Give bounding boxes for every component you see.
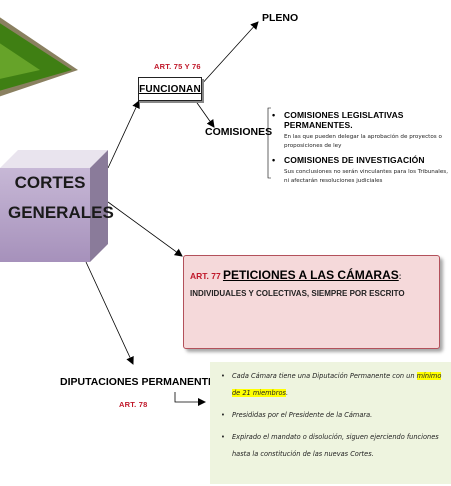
arrow-to-green-box (174, 392, 206, 406)
diputacion-item-2: • Presididas por el Presidente de la Cám… (218, 407, 450, 424)
comisiones-details: • COMISIONES LEGISLATIVAS PERMANENTES. E… (272, 110, 450, 185)
diputacion-text-2: Presididas por el Presidente de la Cámar… (232, 411, 373, 419)
bullet-icon: • (272, 155, 276, 165)
funcionan-article: ART. 75 Y 76 (154, 62, 201, 71)
arrow-to-funcionan (107, 100, 140, 169)
cortes-generales-label: CORTES GENERALES (8, 168, 114, 228)
arrow-to-pleno (199, 21, 259, 87)
diputacion-item-3: • Expirado el mandato o disolución, sigu… (218, 429, 450, 463)
comision-item-1: • COMISIONES LEGISLATIVAS PERMANENTES. E… (272, 110, 450, 150)
cortes-generales-box (0, 150, 108, 262)
diputaciones-label: DIPUTACIONES PERMANENTES (60, 376, 222, 388)
bullet-icon: • (272, 110, 276, 120)
peticiones-title: PETICIONES A LAS CÁMARAS (222, 268, 399, 282)
diputacion-item-1: • Cada Cámara tiene una Diputación Perma… (218, 368, 450, 402)
diputaciones-list: • Cada Cámara tiene una Diputación Perma… (218, 368, 450, 468)
diputacion-text-1-end: . (285, 389, 289, 397)
comision-title-1: COMISIONES LEGISLATIVAS PERMANENTES. (284, 110, 404, 130)
center-label-line2: GENERALES (8, 203, 114, 222)
peticiones-article: ART. 77 (190, 271, 221, 281)
pleno-label: PLENO (262, 12, 299, 24)
bullet-icon: • (221, 372, 225, 380)
arrow-to-peticiones (107, 201, 183, 257)
arrow-to-comisiones (194, 99, 215, 128)
funcionan-box: FUNCIONAN (138, 77, 202, 101)
comision-title-2: COMISIONES DE INVESTIGACIÓN (284, 155, 425, 165)
comision-item-2: • COMISIONES DE INVESTIGACIÓN Sus conclu… (272, 155, 450, 185)
comision-desc-1: En las que pueden delegar la aprobación … (284, 134, 442, 149)
peticiones-text: ART. 77 PETICIONES A LAS CÁMARAS: INDIVI… (190, 267, 434, 302)
bullet-icon: • (221, 411, 225, 419)
arrow-to-diputaciones (85, 261, 134, 365)
funcionan-label: FUNCIONAN (139, 83, 201, 95)
comision-desc-2: Sus conclusiones no serán vinculantes pa… (284, 169, 448, 184)
peticiones-box: ART. 77 PETICIONES A LAS CÁMARAS: INDIVI… (183, 255, 440, 349)
decorative-triangle (0, 17, 78, 97)
bullet-icon: • (221, 433, 225, 441)
comisiones-label: COMISIONES (205, 126, 273, 138)
diputacion-text-1: Cada Cámara tiene una Diputación Permane… (232, 372, 417, 380)
comisiones-bracket (267, 107, 271, 179)
diputaciones-box: • Cada Cámara tiene una Diputación Perma… (210, 362, 451, 484)
diputaciones-article: ART. 78 (119, 400, 148, 409)
center-label-line1: CORTES (14, 173, 86, 192)
peticiones-rest: : INDIVIDUALES Y COLECTIVAS, SIEMPRE POR… (190, 272, 405, 298)
diputacion-text-3: Expirado el mandato o disolución, siguen… (232, 433, 439, 458)
